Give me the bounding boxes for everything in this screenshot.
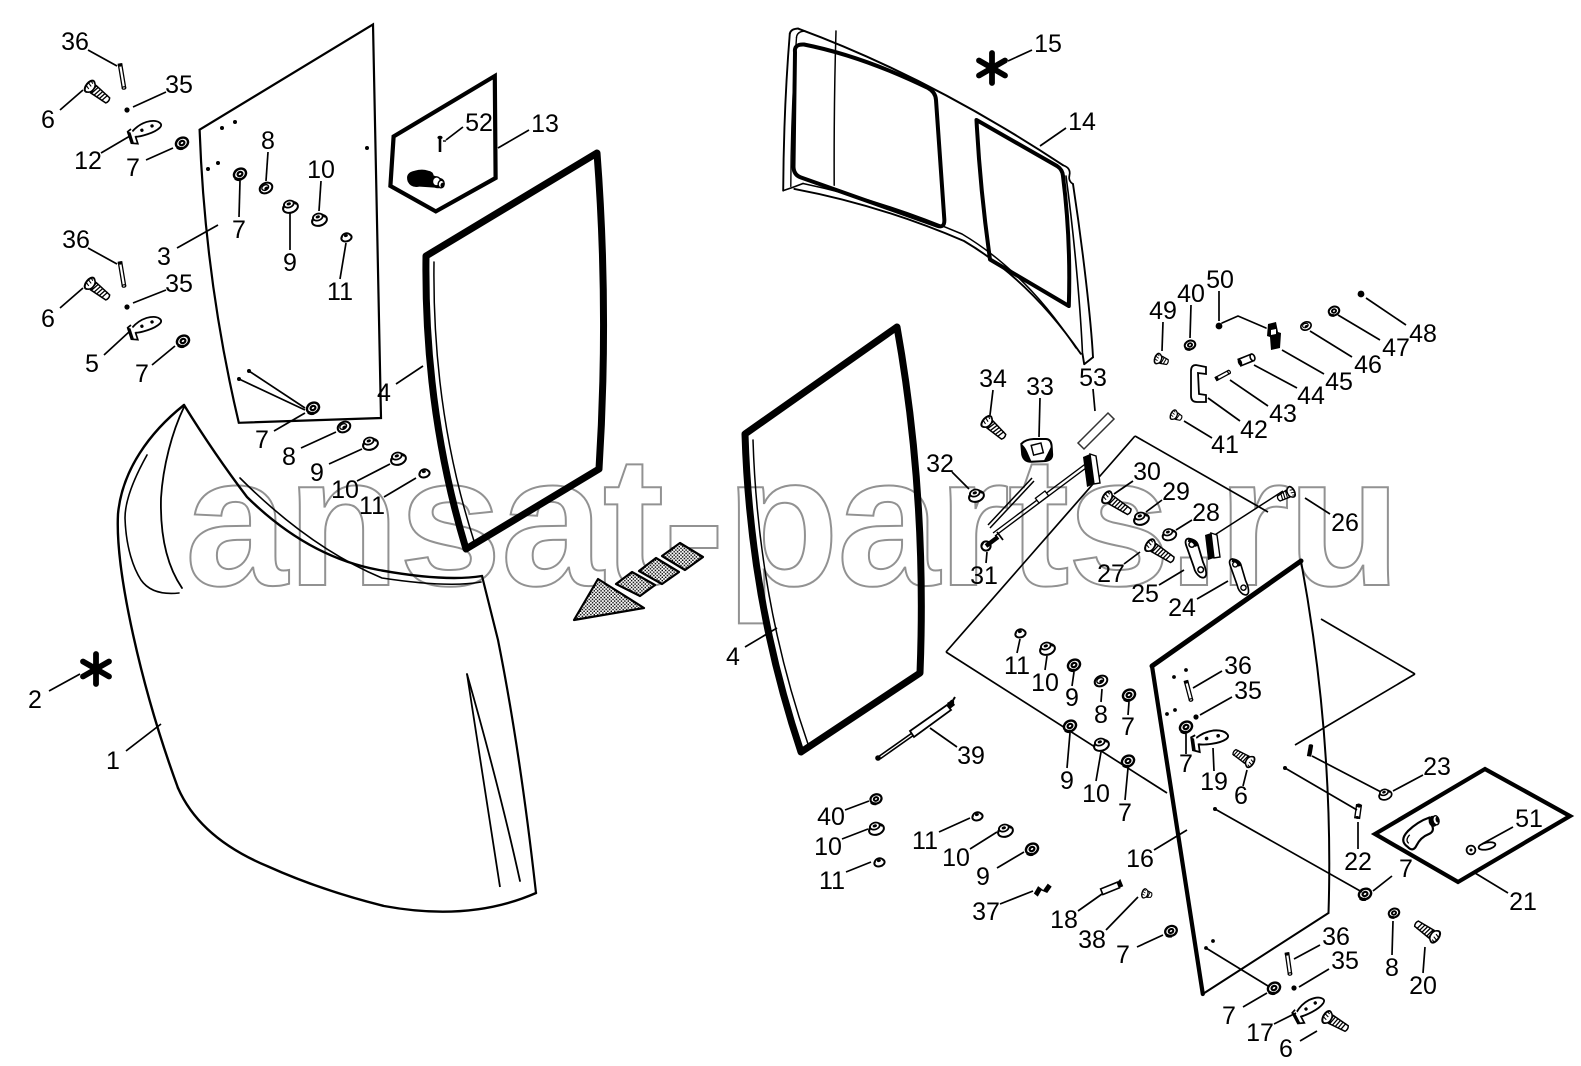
svg-text:36: 36 [62,226,90,254]
svg-text:36: 36 [61,28,89,56]
svg-text:53: 53 [1079,364,1107,392]
svg-text:27: 27 [1097,560,1125,588]
svg-text:12: 12 [74,147,102,175]
svg-text:48: 48 [1409,320,1437,348]
svg-text:19: 19 [1200,768,1228,796]
svg-text:52: 52 [465,109,493,137]
svg-text:8: 8 [261,127,275,155]
svg-text:7: 7 [1121,713,1135,741]
svg-text:45: 45 [1325,368,1353,396]
svg-text:11: 11 [359,492,385,520]
svg-text:10: 10 [942,844,970,872]
svg-text:10: 10 [1031,669,1059,697]
svg-text:40: 40 [1177,280,1205,308]
svg-text:16: 16 [1126,845,1154,873]
svg-text:6: 6 [1279,1035,1293,1063]
svg-text:35: 35 [1331,947,1359,975]
svg-text:50: 50 [1206,266,1234,294]
svg-text:15: 15 [1034,30,1062,58]
svg-text:30: 30 [1133,458,1161,486]
svg-text:51: 51 [1515,805,1543,833]
svg-text:34: 34 [979,365,1007,393]
svg-text:49: 49 [1149,297,1177,325]
svg-text:28: 28 [1192,499,1220,527]
svg-text:6: 6 [41,305,55,333]
svg-text:17: 17 [1246,1019,1274,1047]
svg-text:26: 26 [1331,509,1359,537]
svg-text:7: 7 [255,426,269,454]
svg-text:40: 40 [817,803,845,831]
svg-text:38: 38 [1078,926,1106,954]
svg-text:29: 29 [1162,478,1190,506]
svg-text:44: 44 [1297,382,1325,410]
svg-text:6: 6 [41,106,55,134]
svg-text:21: 21 [1509,888,1537,916]
svg-text:parts.ru: parts.ru [726,419,1399,625]
svg-text:18: 18 [1050,906,1078,934]
svg-text:39: 39 [957,742,985,770]
svg-text:42: 42 [1240,416,1268,444]
svg-text:11: 11 [912,827,938,855]
svg-text:11: 11 [327,278,353,306]
svg-text:25: 25 [1131,580,1159,608]
svg-text:22: 22 [1344,848,1372,876]
svg-text:9: 9 [310,459,324,487]
svg-text:35: 35 [165,71,193,99]
svg-text:9: 9 [1060,767,1074,795]
svg-text:11: 11 [819,867,845,895]
svg-text:7: 7 [1118,799,1132,827]
svg-text:4: 4 [377,379,391,407]
svg-text:23: 23 [1423,753,1451,781]
svg-text:10: 10 [1082,780,1110,808]
svg-text:46: 46 [1354,351,1382,379]
svg-text:7: 7 [135,360,149,388]
svg-text:35: 35 [165,270,193,298]
svg-text:9: 9 [1065,684,1079,712]
svg-text:43: 43 [1269,400,1297,428]
svg-text:1: 1 [106,747,120,775]
svg-text:35: 35 [1234,677,1262,705]
svg-text:41: 41 [1211,431,1239,459]
svg-text:37: 37 [972,898,1000,926]
svg-text:36: 36 [1224,652,1252,680]
svg-text:8: 8 [282,443,296,471]
svg-text:6: 6 [1234,782,1248,810]
svg-text:4: 4 [726,643,740,671]
svg-text:7: 7 [232,216,246,244]
svg-text:7: 7 [1116,941,1130,969]
svg-text:7: 7 [126,154,140,182]
svg-text:24: 24 [1168,594,1196,622]
svg-text:47: 47 [1382,334,1410,362]
svg-text:11: 11 [1004,652,1030,680]
svg-text:13: 13 [531,110,559,138]
svg-text:33: 33 [1026,373,1054,401]
svg-text:3: 3 [157,243,171,271]
svg-text:8: 8 [1094,701,1108,729]
svg-text:20: 20 [1409,972,1437,1000]
svg-text:9: 9 [976,863,990,891]
svg-text:5: 5 [85,350,99,378]
svg-text:7: 7 [1399,855,1413,883]
svg-text:2: 2 [28,686,42,714]
svg-text:32: 32 [926,450,954,478]
svg-text:8: 8 [1385,954,1399,982]
svg-text:36: 36 [1322,923,1350,951]
svg-text:9: 9 [283,249,297,277]
svg-text:10: 10 [307,156,335,184]
svg-text:14: 14 [1068,108,1096,136]
svg-text:7: 7 [1222,1002,1236,1030]
svg-text:10: 10 [331,476,359,504]
svg-text:7: 7 [1179,750,1193,778]
svg-text:10: 10 [814,833,842,861]
svg-text:31: 31 [970,562,998,590]
